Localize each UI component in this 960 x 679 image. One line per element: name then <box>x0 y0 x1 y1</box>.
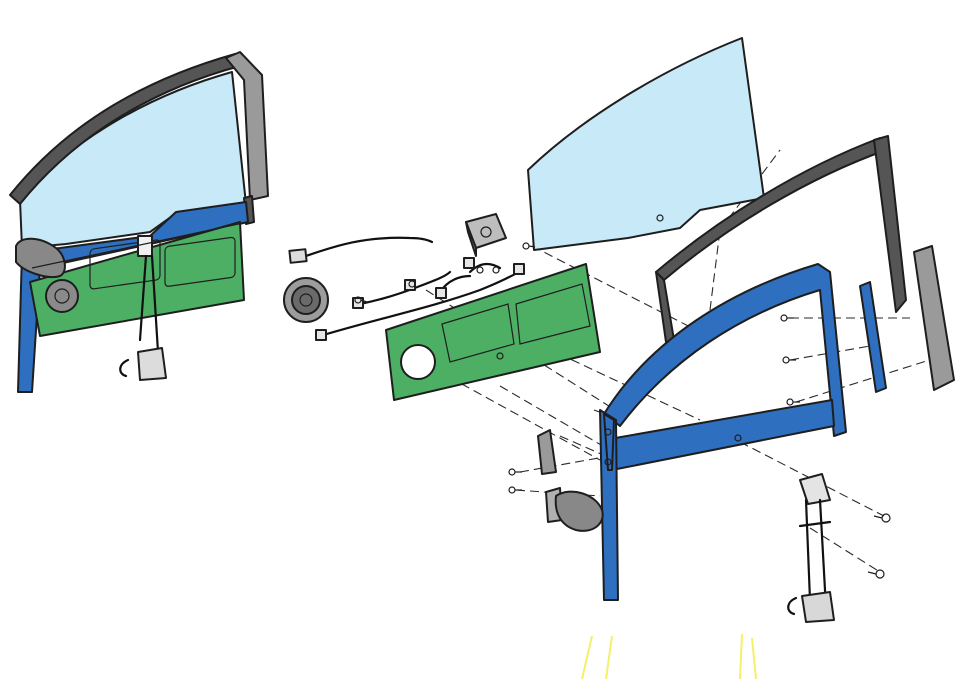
window-regulator <box>787 473 835 623</box>
door-speaker <box>283 277 329 323</box>
installed-trim-panel <box>29 221 245 337</box>
installed-sill-line <box>31 221 249 269</box>
installed-panel-recess-1 <box>89 239 161 290</box>
door-assembly-installed <box>9 51 269 393</box>
control-module <box>465 213 507 257</box>
front-seal-strip <box>859 281 887 393</box>
glass-mount-hole <box>656 214 664 222</box>
door-glass <box>527 37 765 251</box>
installed-panel-recess-2 <box>164 236 236 287</box>
door-trim-panel <box>385 263 601 401</box>
installed-speaker-cone <box>54 288 70 304</box>
rear-seal-strip <box>913 245 955 391</box>
side-mirror <box>545 487 604 532</box>
installed-window-regulator <box>119 235 167 381</box>
inner-door-frame <box>599 263 847 601</box>
mirror-gasket <box>537 429 557 475</box>
installed-speaker <box>45 279 79 313</box>
screws <box>354 242 891 579</box>
installed-side-mirror <box>15 237 66 278</box>
upper-seal-pillar <box>873 135 907 313</box>
yellow-highlight-marks <box>581 633 757 679</box>
installed-rear-seal <box>225 51 269 201</box>
